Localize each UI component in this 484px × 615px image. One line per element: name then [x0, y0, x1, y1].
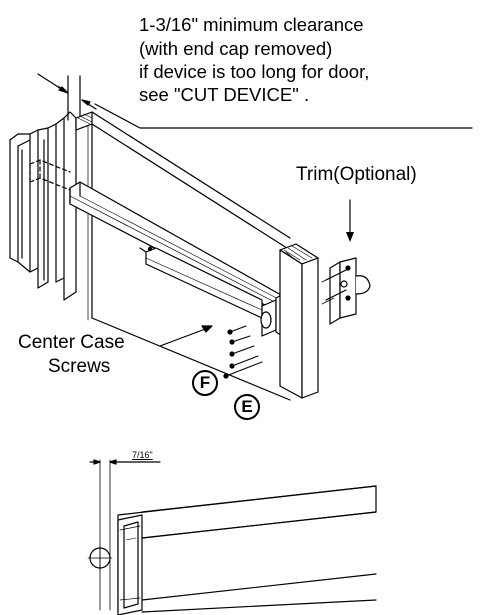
- clearance-dimension: [37, 73, 97, 121]
- door-frame: [9, 111, 77, 301]
- note-leader: [94, 103, 473, 129]
- screws-label: Screws: [48, 356, 111, 377]
- note-line-4: see "CUT DEVICE" .: [139, 84, 310, 105]
- note-line-3: if device is too long for door,: [139, 61, 370, 82]
- door-stile: [279, 243, 319, 399]
- note-line-1: 1-3/16" minimum clearance: [139, 14, 364, 35]
- marker-f: F: [192, 370, 218, 396]
- center-case-label: Center Case: [18, 332, 125, 353]
- marker-e: E: [234, 394, 260, 420]
- trim-optional: [321, 199, 371, 325]
- detail-view: [87, 459, 377, 615]
- note-line-2: (with end cap removed): [139, 38, 333, 59]
- exit-device: [69, 181, 301, 343]
- device-rail-hidden: [29, 159, 71, 191]
- detail-dimension-label: 7/16": [132, 450, 153, 460]
- screws: [223, 325, 263, 379]
- center-case-leader: [159, 325, 213, 347]
- door-slab: [75, 111, 291, 401]
- trim-label: Trim(Optional): [296, 164, 417, 185]
